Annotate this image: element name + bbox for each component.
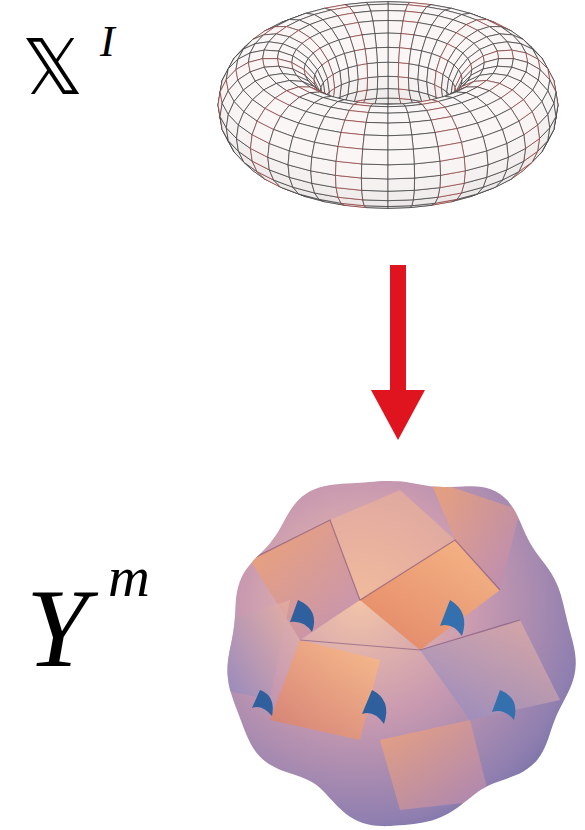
torus-patch [398, 77, 409, 90]
torus-patch [388, 178, 415, 191]
torus-patch [375, 33, 388, 48]
torus-patch [388, 11, 405, 21]
torus-patch [388, 4, 408, 11]
torus-patch [376, 47, 388, 62]
torus-patch [438, 142, 464, 161]
torus-patch [357, 64, 368, 80]
torus-patch [289, 137, 314, 157]
torus-patch [388, 106, 408, 113]
fold [225, 600, 290, 700]
torus-patch [398, 63, 409, 78]
torus-patch [363, 135, 388, 150]
torus-patch [368, 4, 388, 11]
fold [380, 720, 490, 810]
map-arrow [371, 265, 425, 440]
torus-patch [408, 64, 419, 80]
torus-patch [388, 47, 400, 62]
superscript-index: m [108, 548, 150, 606]
torus-patch [375, 98, 388, 104]
torus-patch [388, 113, 410, 124]
torus-patch [388, 62, 399, 76]
crease [492, 690, 515, 720]
torus-patch [497, 50, 513, 59]
torus-patch [367, 63, 378, 78]
fold [330, 490, 455, 600]
crease [290, 600, 314, 632]
torus-patch [388, 76, 399, 89]
deformed-sphere [225, 480, 576, 826]
space-symbol: Y [26, 572, 88, 684]
torus-patch [418, 65, 428, 81]
torus-patch [357, 78, 368, 92]
torus-patch [388, 135, 413, 150]
torus-patch [483, 129, 507, 150]
torus-patch [413, 147, 440, 164]
torus-patch [361, 164, 388, 179]
torus-patch [367, 77, 378, 90]
torus-patch [388, 98, 401, 104]
torus-patch [388, 149, 414, 165]
torus-patch [388, 122, 412, 135]
torus-patch [368, 106, 388, 113]
torus-patch [361, 178, 388, 191]
torus-patch [461, 137, 486, 157]
torus-patch [312, 142, 338, 161]
torus-patch [366, 113, 388, 124]
arrow-shaft [390, 265, 406, 395]
torus-patch [388, 33, 401, 48]
sphere-folds [225, 480, 560, 810]
torus-patch [408, 78, 419, 92]
torus-patch [269, 129, 293, 150]
torus-patch [364, 122, 388, 135]
space-symbol: 𝕏 [22, 30, 83, 106]
torus-patch [377, 62, 388, 76]
torus-patch [376, 89, 388, 99]
torus-patch [373, 20, 388, 33]
arrow-head [371, 390, 425, 440]
crease [362, 690, 386, 724]
crease [440, 600, 464, 636]
torus-patch [388, 190, 414, 200]
fold [270, 640, 380, 740]
torus-patch [371, 11, 388, 21]
superscript-index: I [100, 20, 115, 64]
torus-patch [377, 76, 388, 89]
torus-patch [263, 50, 279, 59]
torus-patch [348, 65, 358, 81]
torus-patch [497, 59, 513, 68]
sphere-body [227, 481, 575, 826]
torus-drawing [218, 2, 558, 209]
torus-patch [362, 149, 388, 165]
torus-patch [388, 89, 400, 99]
torus-patch [388, 164, 415, 179]
crease [252, 690, 273, 716]
torus-patch [362, 190, 388, 200]
torus-patch [263, 59, 279, 68]
torus-patch [388, 20, 403, 33]
crease-line [250, 520, 500, 600]
fold [420, 620, 560, 720]
crease-line [300, 620, 520, 650]
torus-patch [336, 147, 363, 164]
